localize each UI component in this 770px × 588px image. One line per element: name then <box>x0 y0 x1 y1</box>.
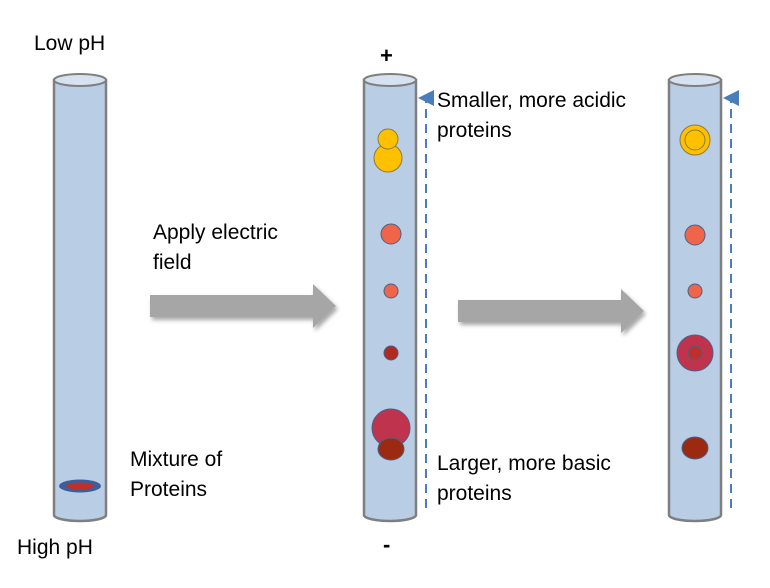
protein-yellow-small <box>377 128 399 150</box>
mixture-label-line2: Proteins <box>130 478 208 501</box>
larger-basic-label-line1: Larger, more basic <box>437 452 611 475</box>
low-ph-label: Low pH <box>34 32 106 55</box>
high-ph-label: High pH <box>17 536 93 559</box>
smaller-acidic-label-line2: proteins <box>437 119 512 142</box>
positive-terminal-label: + <box>380 43 393 68</box>
mixture-label-line1: Mixture of <box>130 448 223 471</box>
smaller-acidic-label-line1: Smaller, more acidic <box>437 89 627 112</box>
protein-orange-large-focused <box>684 224 706 246</box>
process-arrow-1 <box>150 284 336 328</box>
protein-maroon-focused <box>681 436 709 460</box>
negative-terminal-label: - <box>383 532 391 557</box>
protein-dark-red <box>383 345 399 361</box>
protein-crimson-focused <box>676 334 714 372</box>
protein-mixture-band <box>59 479 101 493</box>
tube-focused <box>667 73 723 523</box>
larger-basic-label-line2: proteins <box>437 482 512 505</box>
protein-orange-small <box>383 283 399 299</box>
apply-field-label-line1: Apply electric <box>153 221 278 244</box>
protein-yellow-focused <box>679 124 711 156</box>
tube-separating <box>362 73 418 523</box>
protein-orange-large <box>380 223 402 245</box>
protein-orange-small-focused <box>687 283 703 299</box>
apply-field-label-line2: field <box>153 251 192 274</box>
tube-initial <box>52 73 108 523</box>
protein-maroon <box>377 437 405 461</box>
process-arrow-2 <box>458 289 644 333</box>
